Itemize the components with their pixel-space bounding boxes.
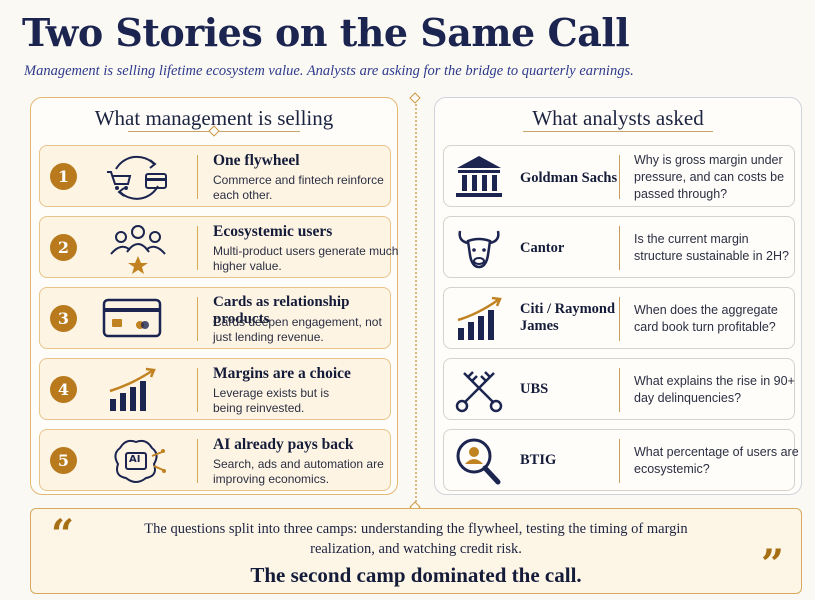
quote-emphasis: The second camp dominated the call.	[250, 563, 582, 587]
analyst-item-ubs: UBS What explains the rise in 90+ day de…	[443, 358, 795, 420]
analysts-heading: What analysts asked	[532, 106, 704, 130]
analyst-question: What explains the rise in 90+ day delinq…	[634, 374, 795, 405]
card-separator	[619, 155, 621, 199]
management-item-3: 3 Cards as relationship products Cards d…	[39, 287, 391, 349]
bank-name: Cantor	[520, 240, 565, 256]
bank-building-icon	[454, 154, 504, 204]
card-separator	[619, 226, 621, 270]
card-separator	[197, 368, 199, 412]
item-text: Multi-product users generate much higher…	[213, 244, 399, 273]
bank-name: UBS	[520, 381, 549, 397]
card-separator	[619, 297, 621, 341]
item-title: Ecosystemic users	[213, 223, 333, 240]
card-separator	[619, 368, 621, 412]
page-title: Two Stories on the Same Call	[22, 10, 630, 55]
item-number: 3	[50, 305, 77, 332]
analyst-item-btig: BTIG What percentage of users are ecosys…	[443, 429, 799, 492]
card-separator	[197, 297, 199, 341]
item-number: 2	[50, 234, 77, 261]
management-item-1: 1 One flywheel Commerce and fintech rein…	[39, 145, 391, 207]
analyst-item-citi-raymond: Citi / Raymond James When does the aggre…	[443, 287, 795, 349]
heading-rule	[523, 131, 713, 132]
quote-text: The questions split into three camps: un…	[144, 521, 688, 557]
item-text: Cards deepen engagement, not just lendin…	[213, 315, 382, 344]
divider-diamond-top	[409, 92, 421, 104]
analysts-panel: What analysts asked Goldman Sachs Why is…	[434, 97, 802, 495]
card-separator	[197, 226, 199, 270]
item-text: Search, ads and automation are improving…	[213, 457, 384, 486]
ai-brain-icon: AI	[106, 436, 166, 492]
item-number: 5	[50, 447, 77, 474]
summary-quote: “ The questions split into three camps: …	[30, 508, 802, 594]
analyst-question: Is the current margin structure sustaina…	[634, 232, 789, 263]
flywheel-icon	[102, 152, 172, 206]
users-star-icon	[108, 222, 168, 280]
close-quote-icon: ”	[761, 541, 785, 588]
item-title: Margins are a choice	[213, 365, 351, 382]
card-separator	[197, 439, 199, 483]
analyst-question: When does the aggregate card book turn p…	[634, 303, 778, 334]
item-number: 1	[50, 163, 77, 190]
item-text: Commerce and fintech reinforce each othe…	[213, 173, 384, 202]
ai-label: AI	[129, 454, 141, 465]
analyst-item-cantor: Cantor Is the current margin structure s…	[443, 216, 795, 278]
item-text: Leverage exists but is being reinvested.	[213, 386, 330, 415]
item-title: One flywheel	[213, 152, 300, 169]
page-subtitle: Management is selling lifetime ecosystem…	[24, 63, 634, 79]
item-number: 4	[50, 376, 77, 403]
bank-name: Goldman Sachs	[520, 170, 618, 186]
analyst-question: What percentage of users are ecosystemic…	[634, 445, 799, 476]
management-panel: What management is selling 1 One flywhee…	[30, 97, 398, 495]
user-search-icon	[454, 436, 504, 492]
bank-name: BTIG	[520, 452, 557, 468]
bank-name: Citi / Raymond James	[520, 301, 616, 334]
card-separator	[619, 439, 621, 483]
growth-chart-icon	[106, 365, 164, 419]
analyst-item-goldman: Goldman Sachs Why is gross margin under …	[443, 145, 795, 207]
bar-chart-icon	[454, 294, 506, 348]
crossed-keys-icon	[454, 365, 504, 419]
credit-card-icon	[102, 298, 164, 344]
analyst-question: Why is gross margin under pressure, and …	[634, 153, 785, 201]
item-title: Cards as relationship products	[213, 294, 350, 327]
management-item-4: 4 Margins are a choice Leverage exists b…	[39, 358, 391, 420]
open-quote-icon: “	[51, 511, 75, 558]
center-divider	[415, 97, 417, 502]
bull-icon	[454, 223, 504, 277]
card-separator	[197, 155, 199, 199]
management-item-2: 2 Ecosystemic users Multi-product users …	[39, 216, 398, 280]
management-item-5: 5 AI AI already pays back Search, ads an…	[39, 429, 391, 491]
item-title: AI already pays back	[213, 436, 354, 453]
